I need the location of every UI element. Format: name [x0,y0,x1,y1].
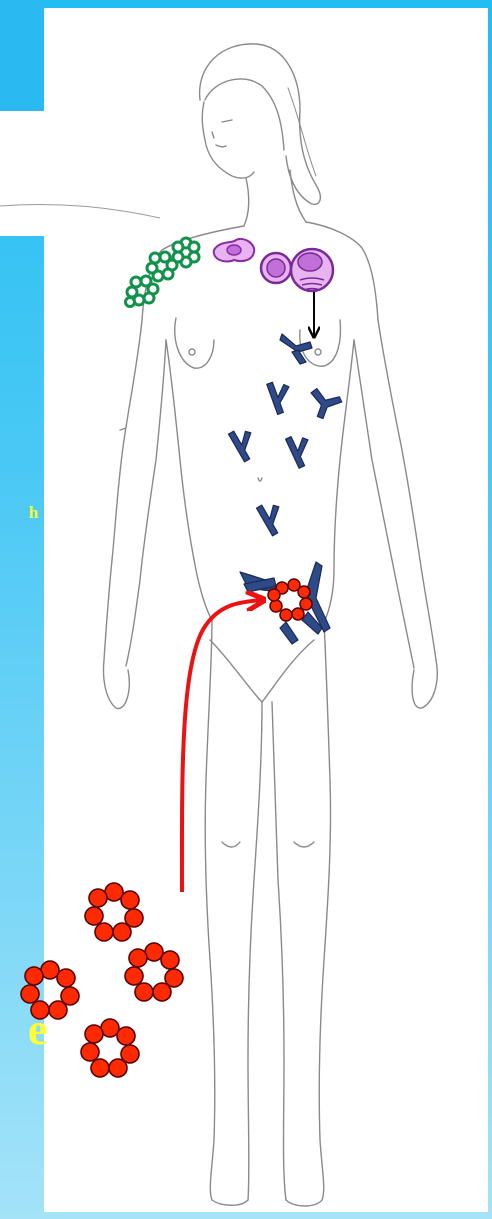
antibody-3 [304,387,343,422]
antibody-6 [257,498,290,536]
allergen-ring-3 [125,943,183,1001]
antigen-presenting-cell [214,239,254,262]
ige-antibodies [229,334,344,536]
allergen-particles [21,883,183,1077]
allergen-ring-4 [81,1019,139,1077]
allergen-arrow [182,600,262,892]
human-body-outline [104,44,438,1206]
b-cell [261,253,291,283]
allergen-ring-2 [21,961,79,1019]
mast-cell-bound-antibodies [240,562,330,644]
connector-line [0,205,160,219]
antibody-5 [286,431,318,468]
antibody-2 [267,377,297,414]
plasma-cell [291,249,333,291]
allergen-ring-1 [85,883,143,941]
pollen-cluster-green [126,238,200,307]
antibody-4 [229,424,262,462]
